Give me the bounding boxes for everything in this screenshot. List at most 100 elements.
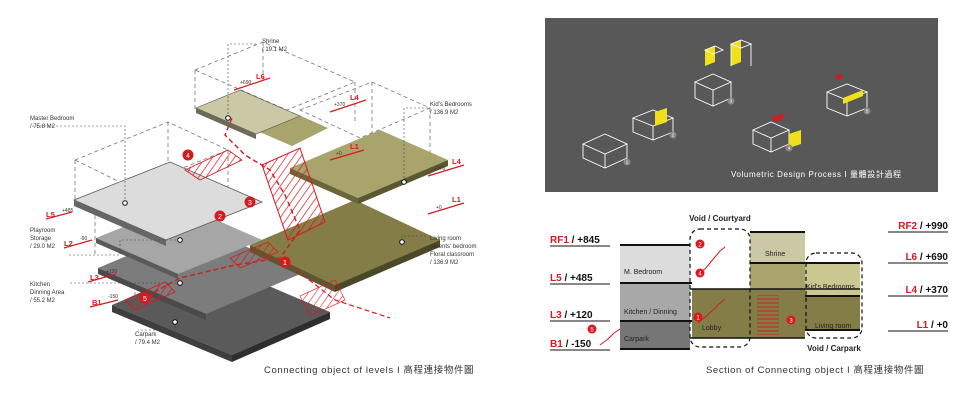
slab-upper (255, 112, 328, 146)
section-label-living: Living room (815, 323, 851, 330)
section-label-shrine: Shrine (765, 251, 785, 258)
section-level-l6: L6 / +690 (905, 252, 948, 263)
marker-5: 5 (139, 292, 151, 304)
section-level-l5: L5 / +485 (550, 273, 593, 284)
marker-3: 3 (244, 196, 256, 208)
circulation-path (139, 117, 301, 301)
level-tag-l4b: L4 (452, 157, 462, 166)
level-value-l2: -90 (80, 236, 87, 242)
label-living-area: / 136.9 M2 (430, 260, 459, 266)
section-level-rf2: RF2 / +990 (898, 221, 948, 232)
section-level-l1: L1 / +0 (917, 320, 949, 331)
label-carpark: Carpark (135, 332, 157, 338)
section-diagram: Void / Courtyard Void / Carpark M. Bedro… (550, 214, 949, 353)
section-marker-2: 2 (695, 239, 705, 249)
label-master: Master Bedroom (30, 116, 74, 122)
level-tag-b1: B1 (92, 298, 102, 307)
section-kitchen-room (620, 283, 690, 321)
section-label-carpark: Carpark (624, 336, 649, 343)
label-parents: parents' bedroom (430, 244, 477, 250)
svg-text:2: 2 (698, 243, 702, 249)
section-kids-room (805, 263, 860, 296)
section-label-kitchen: Kitchen / Dinning (624, 309, 677, 316)
marker-4: 4 (182, 149, 194, 161)
label-kids-area: / 136.9 M2 (430, 110, 459, 116)
level-value-l4: +370 (334, 102, 345, 108)
section-shrine-room (750, 232, 805, 263)
section-caption: Section of Connecting object I 高程連接物件圖 (706, 365, 925, 376)
slab-living (250, 200, 440, 292)
circulation-path-2 (289, 264, 391, 319)
section-marker-5: 5 (587, 324, 597, 334)
section-carpark-room (620, 322, 690, 348)
void-carpark-outline (805, 252, 863, 339)
section-label-kids: Kid's Bedrooms (806, 284, 855, 291)
red-stairs (124, 147, 346, 317)
step-5: 5 (866, 109, 869, 114)
section-marker-1: 1 (693, 312, 703, 322)
section-lobby (692, 289, 805, 338)
volumetric-caption: Volumetric Design Process I 量體設計過程 (731, 170, 902, 179)
level-value-l1: +0 (336, 151, 342, 157)
svg-text:1: 1 (283, 260, 287, 267)
slab-master (72, 161, 264, 246)
connecting-object-diagram: Shrine / 19.1 M2 Master Bedroom / 75.8 M… (30, 39, 477, 362)
level-value-l4b: +370 (434, 166, 445, 172)
svg-text:2: 2 (218, 214, 222, 221)
svg-text:4: 4 (698, 272, 702, 278)
level-value-l6: +690 (240, 80, 251, 86)
volumetric-diagram: 1 2 3 4 5 (581, 39, 871, 169)
section-marker-4: 4 (695, 268, 705, 278)
step-2: 2 (672, 133, 675, 138)
marker-2: 2 (214, 210, 226, 222)
label-playroom-area: / 29.0 M2 (30, 244, 56, 250)
leader-dots (122, 115, 407, 325)
svg-text:4: 4 (186, 153, 190, 160)
void-courtyard-label: Void / Courtyard (689, 214, 751, 223)
level-value-b1: -150 (108, 294, 118, 300)
label-carpark-area: / 79.4 M2 (135, 340, 161, 346)
level-tag-l6: L6 (256, 72, 265, 81)
level-tag-l2: L2 (64, 239, 73, 248)
step-3: 3 (730, 99, 733, 104)
label-dinning: Dinning Area (30, 290, 65, 296)
marker-1: 1 (279, 256, 291, 268)
section-marker-3: 3 (786, 315, 796, 325)
level-tag-l3: L3 (90, 273, 99, 282)
section-level-l3: L3 / +120 (550, 310, 593, 321)
step-1: 1 (626, 160, 629, 165)
leader-lines (32, 43, 428, 331)
section-master-room (620, 245, 690, 282)
svg-text:3: 3 (248, 200, 252, 207)
label-shrine-area: / 19.1 M2 (262, 47, 288, 53)
void-carpark-label: Void / Carpark (807, 344, 861, 353)
level-tag-l4: L4 (350, 93, 360, 102)
level-tag-l5: L5 (46, 210, 55, 219)
volumetric-panel (545, 18, 938, 192)
svg-text:3: 3 (789, 319, 793, 325)
label-kitchen: Kitchen (30, 282, 50, 288)
section-level-l4: L4 / +370 (905, 285, 948, 296)
level-tag-l1b: L1 (452, 195, 461, 204)
label-kitchen-area: / 55.2 M2 (30, 298, 56, 304)
label-master-area: / 75.8 M2 (30, 124, 56, 130)
level-value-l3: +120 (106, 269, 117, 275)
step-4: 4 (788, 146, 791, 151)
label-floral: Floral classroom (430, 252, 474, 258)
svg-text:5: 5 (143, 296, 147, 303)
label-storage: Storage (30, 236, 52, 242)
level-value-l1b: +0 (436, 205, 442, 211)
label-playroom: Playroom (30, 228, 55, 234)
level-value-l5: +485 (62, 208, 73, 214)
section-label-master: M. Bedroom (624, 269, 662, 276)
section-level-b1: B1 / -150 (550, 339, 592, 350)
svg-text:1: 1 (696, 316, 700, 322)
label-kids: Kid's Bedrooms (430, 102, 472, 108)
section-living-room (805, 296, 860, 330)
section-label-lobby: Lobby (702, 325, 722, 332)
left-caption: Connecting object of levels I 高程連接物件圖 (264, 365, 475, 376)
level-tag-l1: L1 (350, 142, 359, 151)
section-stair-hatch (757, 295, 779, 335)
slab-shrine (195, 89, 301, 139)
label-shrine: Shrine (262, 39, 280, 45)
